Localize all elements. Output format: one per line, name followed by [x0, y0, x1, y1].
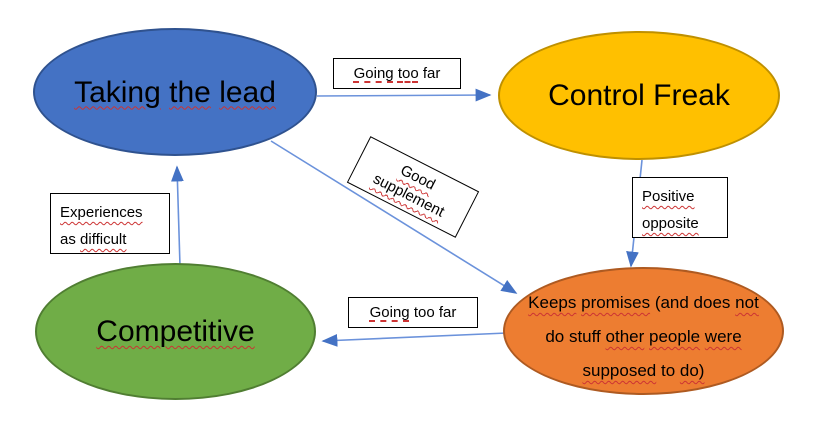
- text-run: do stuff: [545, 327, 601, 346]
- text-run: Taking: [74, 75, 161, 109]
- edge-label-experiences-as-difficult[interactable]: Experiences as difficult: [50, 193, 170, 254]
- text-run: (and does: [654, 293, 731, 312]
- text-line: as difficult: [60, 226, 169, 253]
- text-run: to: [660, 361, 676, 380]
- text-line: do stuff other people were: [528, 320, 759, 354]
- text-run: difficult: [80, 231, 127, 248]
- text-run: Positive: [642, 188, 695, 205]
- node-competitive[interactable]: Competitive: [35, 263, 316, 400]
- node-label: Control Freak: [548, 79, 730, 112]
- node-control-freak[interactable]: Control Freak: [498, 31, 780, 160]
- arrow-competitive-to-lead[interactable]: [171, 165, 184, 267]
- text-run: supposed: [582, 361, 657, 380]
- text-run: promises: [581, 293, 651, 312]
- edge-label-going-too-far-top[interactable]: Going too far: [333, 58, 461, 89]
- edge-label-positive-opposite[interactable]: Positive opposite: [632, 177, 728, 238]
- arrow-lead-to-control-freak[interactable]: [316, 88, 492, 102]
- arrow-promises-to-competitive[interactable]: [321, 332, 508, 347]
- text-run: do): [679, 361, 705, 380]
- text-run: Competitive: [96, 315, 255, 348]
- text-run: lead: [219, 75, 276, 109]
- text-run: Going: [369, 304, 410, 321]
- node-keeps-promises[interactable]: Keeps promises (and does not do stuff ot…: [503, 267, 784, 395]
- text-run: other: [605, 327, 645, 346]
- text-run: far: [422, 65, 441, 82]
- text-run: as: [60, 231, 76, 248]
- text-run: the: [169, 75, 211, 109]
- edge-label-text: Going too far: [354, 65, 441, 82]
- node-label: Competitive: [96, 315, 254, 348]
- node-taking-the-lead[interactable]: Taking the lead: [33, 28, 317, 156]
- text-run: Going: [353, 65, 394, 82]
- node-label: Keeps promises (and does not do stuff ot…: [528, 286, 759, 388]
- text-run: people: [649, 327, 701, 346]
- text-line: Keeps promises (and does not: [528, 286, 759, 320]
- text-line: Experiences: [60, 199, 169, 226]
- text-run: Control Freak: [548, 79, 730, 112]
- node-label: Taking the lead: [74, 76, 276, 109]
- text-line: opposite: [642, 210, 727, 237]
- edge-label-text: Going too far: [370, 304, 457, 321]
- text-run: not: [735, 293, 759, 312]
- text-line: supposed to do): [528, 354, 759, 388]
- text-run: Keeps: [528, 293, 577, 312]
- text-run: too far: [413, 304, 457, 321]
- arrow-lead-to-promises[interactable]: [270, 140, 518, 294]
- text-line: Positive: [642, 183, 727, 210]
- edge-label-going-too-far-bottom[interactable]: Going too far: [348, 297, 478, 328]
- text-run: were: [704, 327, 742, 346]
- text-run: Experiences: [60, 204, 143, 221]
- text-run: too: [397, 65, 419, 82]
- text-run: opposite: [642, 215, 699, 232]
